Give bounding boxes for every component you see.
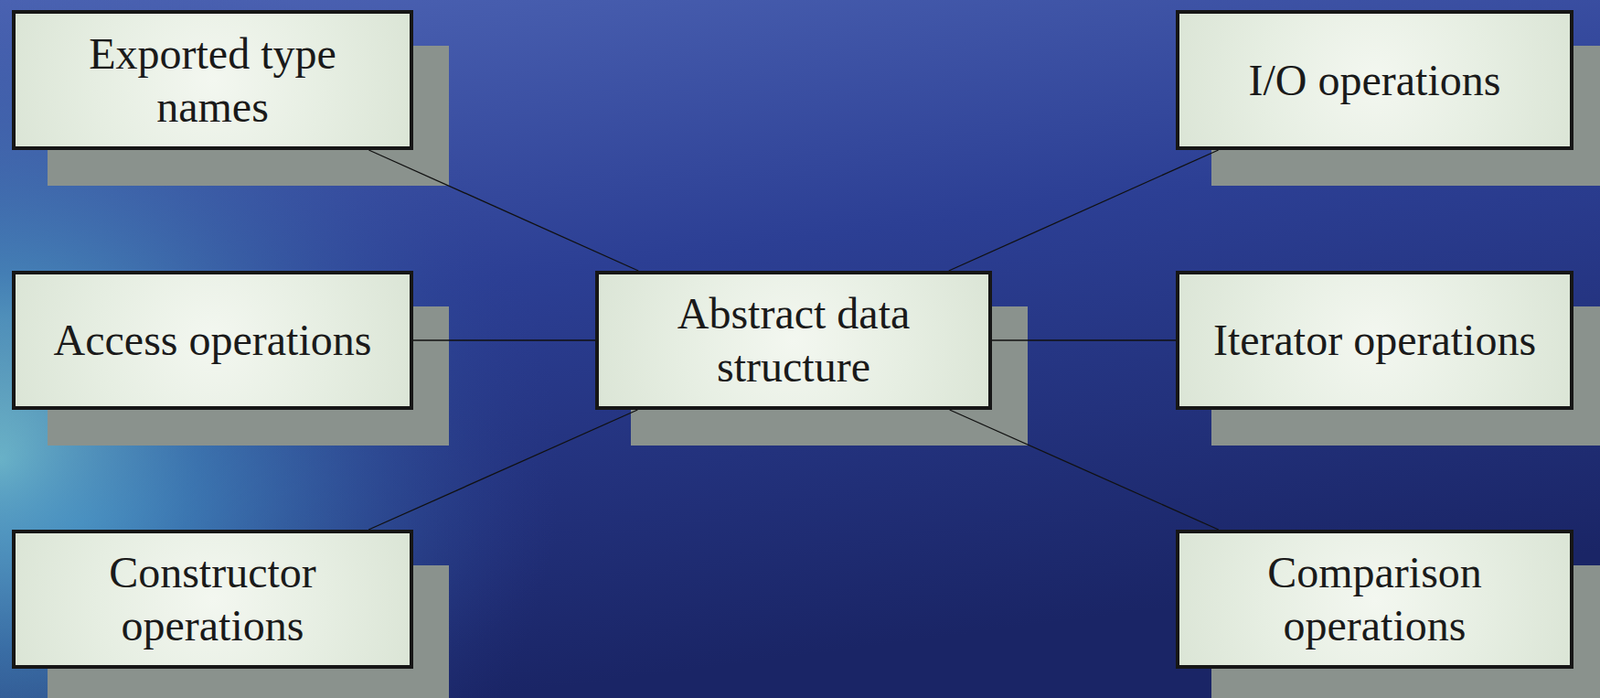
- box-label: I/O operations: [1248, 53, 1502, 107]
- connector-line: [368, 149, 639, 271]
- connector-line: [413, 339, 596, 341]
- central-box: Abstract data structure: [595, 270, 992, 410]
- box-label: Constructor operations: [39, 545, 386, 651]
- box-label: Comparison operations: [1203, 545, 1547, 651]
- box-label: Exported type names: [39, 27, 386, 133]
- box-label: Abstract data structure: [622, 287, 965, 393]
- operation-box: Access operations: [11, 270, 414, 410]
- operation-box: Comparison operations: [1175, 529, 1574, 669]
- box-label: Iterator operations: [1213, 313, 1536, 367]
- box-label: Access operations: [53, 313, 373, 367]
- operation-box: Exported type names: [11, 10, 414, 150]
- operation-box: Iterator operations: [1175, 270, 1574, 410]
- connector-line: [949, 149, 1219, 271]
- operation-box: I/O operations: [1175, 10, 1574, 150]
- connector-line: [992, 339, 1176, 341]
- connector-line: [949, 409, 1219, 530]
- operation-box: Constructor operations: [11, 529, 414, 669]
- connector-line: [368, 409, 638, 530]
